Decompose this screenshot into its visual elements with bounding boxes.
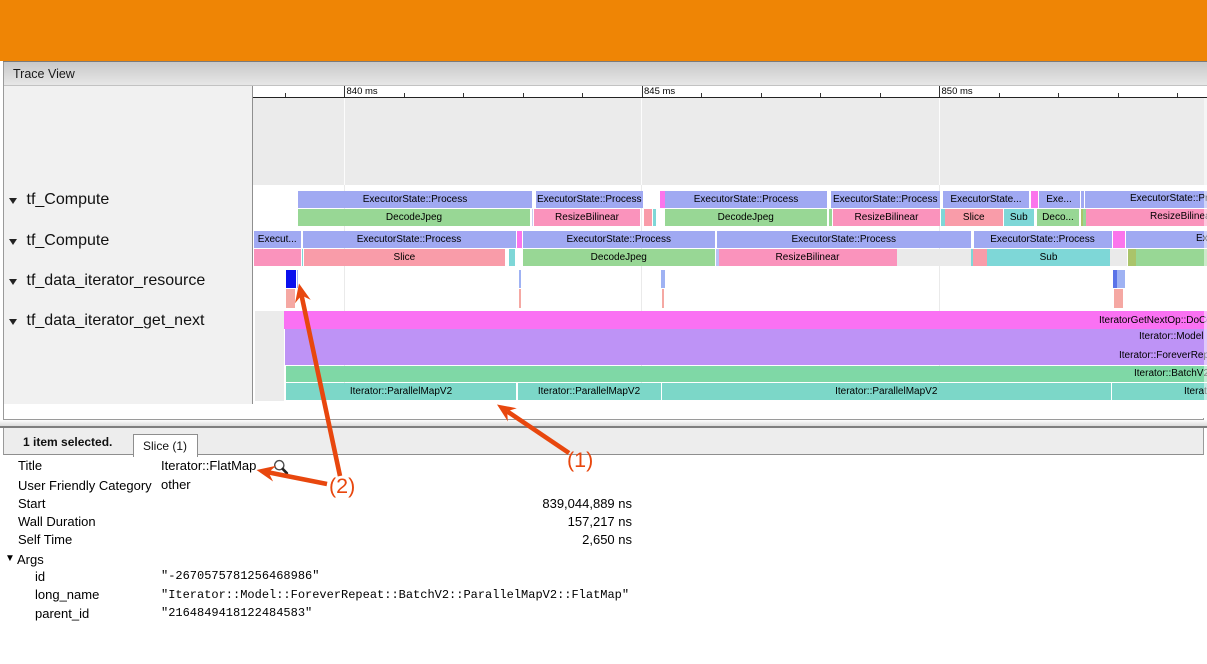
svg-text:(2): (2) — [329, 474, 355, 498]
